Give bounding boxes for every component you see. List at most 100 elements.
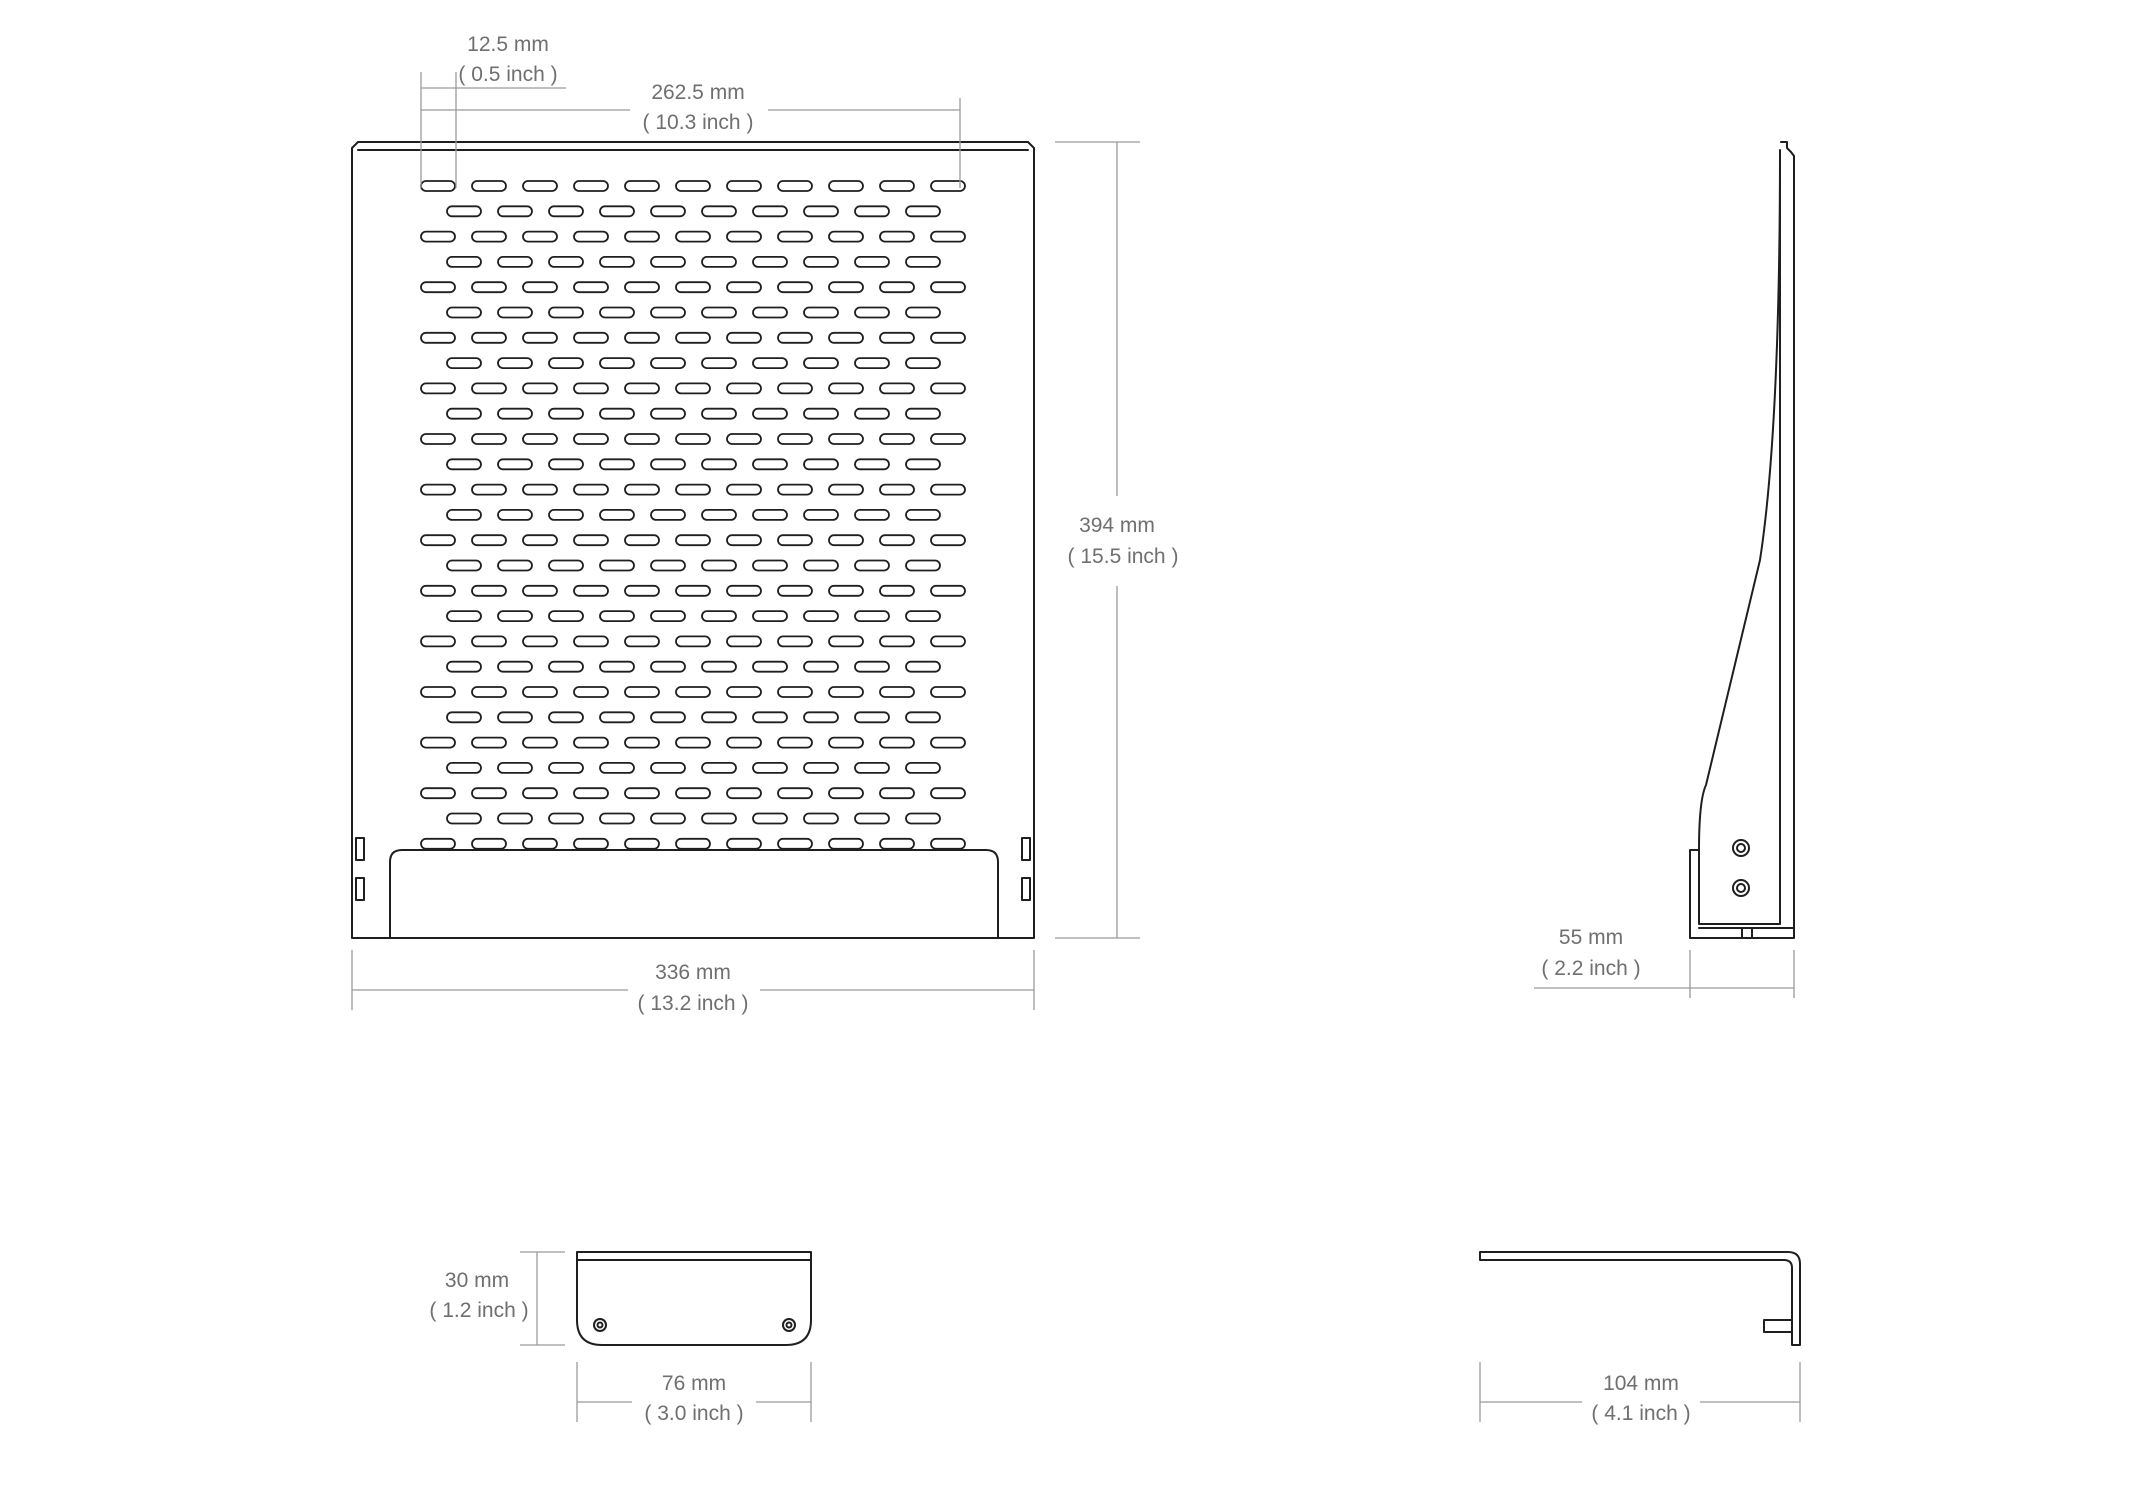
vent-slot <box>854 255 890 268</box>
vent-slot <box>930 483 966 496</box>
side-screws <box>1732 839 1750 897</box>
dimension-depth: 55 mm ( 2.2 inch ) <box>1534 926 1795 998</box>
vent-slot <box>752 711 788 724</box>
vent-slot <box>420 584 456 597</box>
vent-slot <box>650 711 686 724</box>
vent-slot <box>624 483 660 496</box>
vent-slot <box>599 610 635 622</box>
vent-slot <box>879 331 915 344</box>
vent-slot <box>471 180 507 192</box>
vent-slot <box>879 382 915 395</box>
front-panel-outline <box>351 141 1035 939</box>
vent-slot <box>624 736 660 749</box>
dimension-width: 336 mm ( 13.2 inch ) <box>351 950 1035 1015</box>
vent-slot <box>828 837 864 850</box>
vent-slot <box>752 458 788 471</box>
vent-slot <box>726 433 762 445</box>
vent-slot <box>497 205 533 218</box>
vent-slot <box>522 736 558 749</box>
slot-pitch-mm-label: 12.5 mm <box>467 33 549 56</box>
vent-slot <box>879 787 915 800</box>
bracket-height-inch-label: ( 1.2 inch ) <box>429 1299 528 1322</box>
vent-slot <box>828 534 864 547</box>
vent-slot <box>930 281 966 294</box>
vent-slot <box>624 382 660 395</box>
vent-slot <box>497 407 533 420</box>
vent-slot <box>879 534 915 547</box>
vent-slot <box>420 230 456 243</box>
vent-slot <box>522 382 558 395</box>
bracket-width-inch-label: ( 3.0 inch ) <box>644 1402 743 1425</box>
vent-slot <box>446 711 482 724</box>
width-inch-label: ( 13.2 inch ) <box>638 992 749 1015</box>
vent-slot <box>879 686 915 698</box>
dimension-bracket-height: 30 mm ( 1.2 inch ) <box>429 1251 565 1346</box>
vent-slot <box>522 837 558 850</box>
vent-slot <box>726 736 762 749</box>
vent-slot <box>420 433 456 445</box>
width-mm-label: 336 mm <box>655 961 731 984</box>
vent-slot <box>624 837 660 850</box>
bracket-length-mm-label: 104 mm <box>1603 1372 1679 1395</box>
vent-slot <box>599 508 635 521</box>
vent-slot <box>828 433 864 445</box>
vent-slot <box>420 736 456 749</box>
vent-slot <box>777 382 813 395</box>
vent-slot <box>905 762 941 774</box>
vent-slot <box>650 357 686 370</box>
vent-slot <box>420 483 456 496</box>
vent-slot <box>905 458 941 471</box>
vent-slot <box>675 331 711 344</box>
vent-slot <box>828 686 864 698</box>
vent-slot <box>752 508 788 521</box>
vent-slot <box>854 306 890 319</box>
vent-slot <box>905 357 941 370</box>
vent-slot <box>420 787 456 800</box>
vent-slot <box>752 407 788 420</box>
vent-slot <box>752 357 788 370</box>
vent-slot <box>573 483 609 496</box>
depth-mm-label: 55 mm <box>1559 926 1623 949</box>
vent-slot <box>828 635 864 648</box>
vent-slot <box>854 762 890 774</box>
vent-slot <box>471 230 507 243</box>
dimension-slot-pitch: 12.5 mm ( 0.5 inch ) <box>420 33 566 188</box>
vent-slot <box>446 407 482 420</box>
vent-slot <box>752 255 788 268</box>
vent-slot <box>471 534 507 547</box>
vent-slot <box>752 762 788 774</box>
vent-slot <box>624 534 660 547</box>
bracket-side-outline <box>1479 1251 1801 1346</box>
vent-slot <box>675 433 711 445</box>
vent-slot <box>828 281 864 294</box>
vent-slot <box>471 837 507 850</box>
vent-slot <box>777 433 813 445</box>
vent-slot <box>726 534 762 547</box>
vent-slot <box>879 433 915 445</box>
vent-slot <box>624 433 660 445</box>
vent-slot <box>803 306 839 319</box>
vent-slot <box>650 407 686 420</box>
vent-slot <box>930 331 966 344</box>
vent-slot <box>446 357 482 370</box>
vent-slot <box>599 407 635 420</box>
vent-slot <box>777 584 813 597</box>
vent-slot <box>701 306 737 319</box>
vent-slot <box>803 458 839 471</box>
vent-slot <box>471 433 507 445</box>
vent-slot <box>573 230 609 243</box>
vent-slot <box>624 635 660 648</box>
vent-slot <box>879 736 915 749</box>
vent-slot <box>803 711 839 724</box>
vent-slot <box>879 635 915 648</box>
vent-slot <box>854 660 890 673</box>
vent-slot <box>522 433 558 445</box>
vent-slot <box>624 686 660 698</box>
vent-slot <box>828 736 864 749</box>
vent-slot <box>599 762 635 774</box>
vent-slot <box>624 230 660 243</box>
vent-slot <box>701 559 737 572</box>
vent-slot <box>777 686 813 698</box>
bracket-side-pin <box>1763 1319 1793 1333</box>
vent-slot <box>573 837 609 850</box>
